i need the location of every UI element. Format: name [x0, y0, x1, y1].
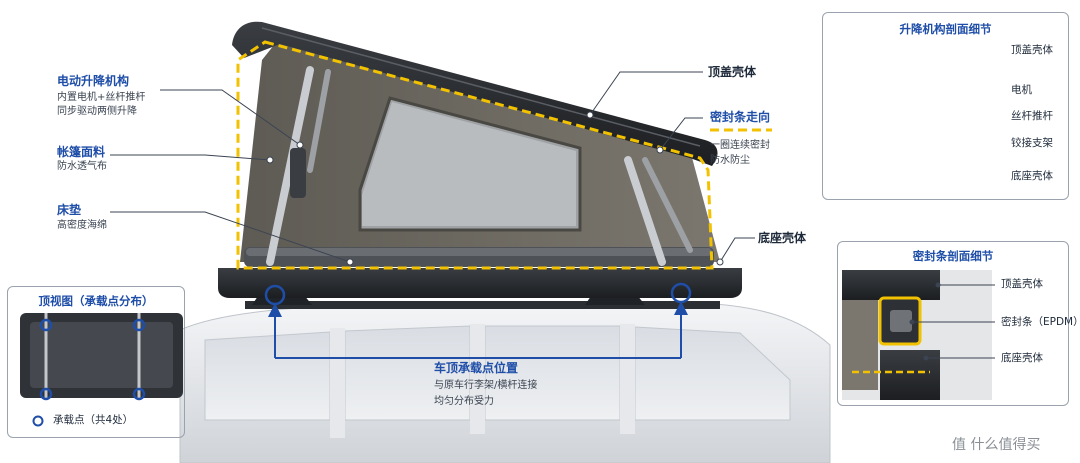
fabric-sub: 防水透气布 [57, 161, 107, 172]
fabric-title: 帐篷面料 [57, 145, 106, 159]
top-view-legend: 承载点（共4处） [53, 414, 134, 426]
seal-detail-panel: 密封条剖面细节 顶盖壳体 密封条（EPDM） 底座壳体 [837, 241, 1080, 406]
lift-item-hinge-bracket: 铰接支架 [1011, 137, 1053, 149]
load-point-legend-icon [32, 415, 44, 427]
motor-title: 电动升降机构 [57, 74, 130, 88]
tent-fabric [240, 35, 720, 262]
leader-lines [110, 71, 755, 266]
seal-panel-title: 密封条剖面细节 [912, 249, 994, 263]
load-point-arrows [268, 301, 688, 359]
motor-sub-1: 内置电机+丝杆推杆 [57, 92, 146, 103]
top-shell-label: 顶盖壳体 [708, 65, 757, 79]
mattress-title: 床垫 [57, 203, 82, 217]
lift-detail-panel: 升降机构剖面细节 顶盖壳体 电机 丝杆推杆 铰接支架 底座壳体 [822, 12, 1069, 200]
car-body [179, 302, 831, 463]
seal-route-sub-1: 一圈连续密封 [710, 140, 770, 151]
lift-item-motor: 电机 [1011, 84, 1032, 96]
lift-panel-title: 升降机构剖面细节 [899, 22, 992, 36]
base-shell-label: 底座壳体 [758, 231, 807, 245]
seal-route-title: 密封条走向 [710, 110, 771, 124]
seal-detail-illustration [842, 270, 992, 400]
lift-item-screw-rod: 丝杆推杆 [1011, 110, 1053, 122]
seal-item-base-shell: 底座壳体 [1001, 352, 1043, 364]
watermark: 值 什么值得买 [952, 437, 1041, 453]
roof-points-sub-2: 均匀分布受力 [434, 396, 494, 407]
lift-item-top-shell: 顶盖壳体 [1011, 44, 1053, 56]
seal-item-top-shell: 顶盖壳体 [1001, 278, 1043, 290]
top-view-title: 顶视图（承载点分布） [38, 294, 154, 308]
roof-points-sub-1: 与原车行李架/横杆连接 [434, 380, 538, 391]
seal-item-epdm: 密封条（EPDM） [1001, 316, 1080, 328]
top-view-panel: 顶视图（承载点分布） 承载点（共4处） [7, 286, 185, 438]
base-shell [218, 268, 742, 298]
roof-points-title: 车顶承载点位置 [434, 361, 519, 375]
seal-detail-leaders [909, 282, 995, 361]
seal-route-line [236, 40, 714, 270]
lift-item-base-shell: 底座壳体 [1011, 170, 1053, 182]
seal-route-sub-2: 防水防尘 [710, 155, 750, 166]
mattress-sub: 高密度海绵 [57, 220, 107, 231]
lift-struts [266, 66, 693, 266]
mattress [244, 247, 714, 267]
top-view-illustration [20, 313, 183, 401]
motor-sub-2: 同步驱动两侧升降 [57, 106, 137, 117]
